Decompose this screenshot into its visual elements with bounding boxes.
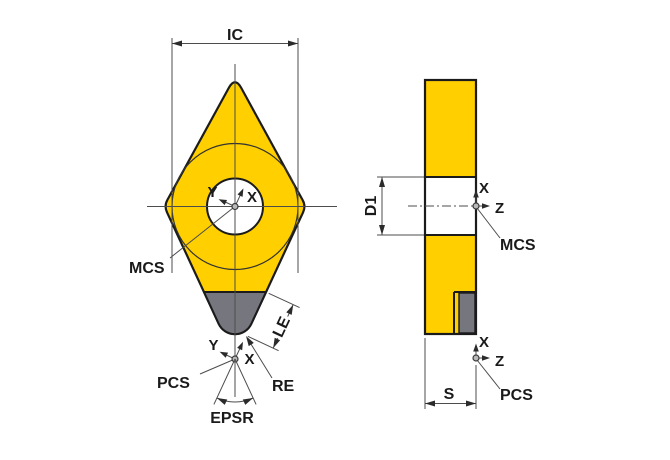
arrowhead: [216, 398, 228, 405]
mcs-y-axis-label: Y: [207, 184, 217, 201]
arrowhead: [172, 40, 182, 47]
pcs-label: PCS: [157, 375, 190, 392]
side-pcs-x-axis-arrow: [473, 343, 479, 352]
re-label: RE: [272, 378, 295, 395]
side-tip-inlay: [458, 292, 476, 334]
side-mcs-z-axis-arrow: [482, 203, 490, 209]
side-mcs-z-axis-label: Z: [495, 200, 504, 217]
arrowhead: [379, 177, 385, 187]
mcs-label: MCS: [129, 260, 165, 277]
re-arrowhead: [246, 336, 254, 347]
arrowhead: [425, 400, 435, 407]
arrowhead: [273, 337, 281, 349]
side-tip-notch: [453, 291, 476, 334]
epsr-angle-dimension: EPSR: [210, 358, 257, 427]
ic-dimension-label: IC: [227, 27, 243, 44]
epsr-side-left: [213, 358, 236, 405]
pcs-x-axis-arrow: [237, 341, 243, 351]
re-callout: RE: [246, 336, 295, 395]
pcs-x-axis-label: X: [244, 351, 254, 368]
side-mcs-label: MCS: [500, 237, 536, 254]
side-pcs-z-axis-label: Z: [495, 353, 504, 370]
side-pcs-leader-line: [476, 359, 501, 390]
pcs-y-axis-label: Y: [208, 337, 218, 354]
arrowhead: [288, 40, 298, 47]
le-dimension-label: LE: [270, 314, 294, 340]
arrowhead: [242, 398, 254, 405]
side-mcs-x-axis-arrow: [473, 189, 479, 198]
front-pcs: PCS X Y: [157, 337, 255, 392]
arrowhead: [286, 304, 294, 315]
ic-dimension: IC: [171, 27, 299, 273]
side-pcs-label: PCS: [500, 387, 533, 404]
mcs-leader-line: [169, 207, 234, 259]
mcs-origin-marker: [231, 202, 239, 211]
s-dimension: S: [424, 338, 477, 409]
arrowhead: [379, 225, 385, 235]
side-pcs-z-axis-arrow: [482, 355, 490, 361]
side-pcs: X Z PCS: [472, 334, 533, 404]
front-view: IC MCS X Y LE RE: [129, 27, 337, 427]
pcs-y-axis-arrow: [219, 351, 229, 358]
le-extension-line-upper: [268, 292, 300, 309]
side-mcs-x-axis-label: X: [479, 180, 489, 197]
pcs-leader-line: [199, 358, 236, 375]
side-mcs-leader-line: [476, 207, 501, 239]
epsr-label: EPSR: [210, 410, 254, 427]
mcs-y-axis-arrow: [218, 199, 228, 206]
d1-dimension: D1: [363, 176, 424, 236]
side-mcs: X Z MCS: [472, 180, 536, 254]
front-mcs: MCS X Y: [129, 184, 257, 277]
s-dimension-label: S: [444, 386, 455, 403]
epsr-side-right: [234, 358, 257, 405]
mcs-x-axis-label: X: [247, 189, 257, 206]
side-pcs-x-axis-label: X: [479, 334, 489, 351]
side-pcs-origin-marker: [472, 354, 480, 362]
side-view: D1 X Z MCS X Z PCS: [363, 78, 536, 409]
le-extension-line-lower: [247, 335, 279, 352]
d1-dimension-label: D1: [363, 196, 380, 217]
arrowhead: [466, 400, 476, 407]
re-leader-line: [247, 338, 273, 379]
mcs-x-axis-arrow: [237, 188, 244, 197]
side-mcs-origin-marker: [472, 202, 480, 210]
